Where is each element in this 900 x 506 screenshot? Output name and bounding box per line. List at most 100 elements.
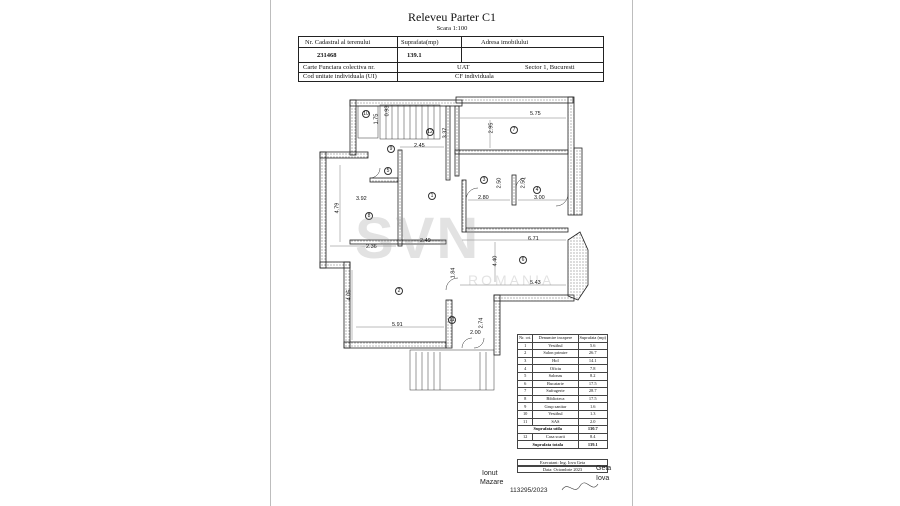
- wall-int-4: [454, 149, 569, 155]
- wall-east-bay: [573, 147, 583, 216]
- wall-west-top: [349, 99, 357, 156]
- dim-4: 2.95: [488, 122, 495, 134]
- page-title: Releveu Parter C1: [408, 10, 496, 24]
- legend-area: 8.2: [577, 371, 609, 381]
- page-edge-left: [270, 0, 271, 506]
- legend-nr: 1: [516, 341, 534, 351]
- room-marker-11: 11: [448, 316, 456, 324]
- signature-name-geta: Geta: [596, 465, 612, 472]
- page-edge-right: [632, 0, 633, 506]
- address-label: Adresa imobilului: [481, 39, 529, 46]
- legend-area: 5.6: [577, 341, 609, 351]
- dim-15: 4.40: [492, 255, 499, 267]
- stairs-top: [357, 104, 441, 140]
- watermark-sub: ROMANIA: [468, 272, 555, 288]
- wall-int-6: [511, 174, 517, 206]
- legend-nr: 9: [516, 402, 534, 411]
- signature-name-mazare: Mazare: [480, 479, 504, 486]
- wall-south-right: [493, 294, 501, 356]
- door-swings: [369, 167, 569, 349]
- legend-area: 14.1: [577, 356, 609, 366]
- wall-north-right: [455, 96, 574, 104]
- dim-6: 2.50: [496, 177, 503, 189]
- room-marker-6: 6: [519, 256, 527, 264]
- room-marker-5: 5: [384, 167, 392, 175]
- room-legend-table: Nr. crt. Denumire incapere Suprafata (mp…: [516, 334, 609, 449]
- legend-nr: 5: [516, 371, 534, 381]
- dimension-lines: [330, 117, 566, 340]
- area-value: 139.1: [407, 52, 422, 59]
- room-marker-1: 1: [428, 192, 436, 200]
- signature-scribble: [561, 482, 599, 491]
- legend-nr: 11: [516, 417, 534, 427]
- stairs-bottom: [409, 349, 495, 391]
- legend-area: 7.8: [577, 364, 609, 373]
- dim-13: 2.49: [420, 238, 431, 244]
- dim-8: 2.80: [478, 195, 489, 201]
- cadastral-label: Nr. Cadastral al terenului: [305, 39, 371, 46]
- dim-1: 1.75: [373, 113, 380, 125]
- legend-header-name: Denumire incapere: [532, 334, 579, 343]
- dim-12: 2.36: [366, 244, 377, 250]
- legend-name: Oficiu: [532, 364, 579, 373]
- executant-label: Executant: Ing. Iova Geta: [517, 459, 608, 466]
- legend-area: 1.6: [577, 402, 609, 411]
- legend-name: Biblioteca: [532, 394, 579, 404]
- wall-bay-south: [493, 294, 575, 302]
- legend-area: 17.5: [577, 379, 609, 389]
- legend-nr: 3: [516, 356, 534, 366]
- dim-17: 4.05: [346, 289, 353, 301]
- dim-19: 2.00: [470, 330, 481, 336]
- dim-3: 2.45: [414, 143, 425, 149]
- legend-name: Hol: [532, 356, 579, 366]
- dim-16: 5.43: [530, 280, 541, 286]
- wall-south: [343, 341, 447, 349]
- useful-area-value: 130.7: [577, 425, 609, 434]
- wall-east-upper: [567, 96, 575, 216]
- legend-name: Grup sanitar: [532, 402, 579, 411]
- legend-area: 17.5: [577, 394, 609, 404]
- room-marker-2: 2: [395, 287, 403, 295]
- legend-header-area: Suprafata (mp): [577, 334, 609, 343]
- uat-label: UAT: [457, 64, 470, 71]
- signature-name-ionut: Ionut: [482, 470, 498, 477]
- dim-2: 0.93: [384, 105, 391, 117]
- room-marker-10: 10: [362, 110, 370, 118]
- legend-name: Bucatarie: [532, 379, 579, 389]
- legend-name: SAS: [532, 417, 579, 427]
- legend-nr: 6: [516, 379, 534, 389]
- legend-nr: 12: [516, 432, 534, 442]
- room-marker-4: 4: [533, 186, 541, 194]
- legend-nr: 2: [516, 349, 534, 358]
- area-label: Suprafata(mp): [401, 39, 439, 46]
- signature-name-iova: Iova: [596, 475, 610, 482]
- legend-name: Salonas: [532, 371, 579, 381]
- wall-int-2: [445, 105, 451, 181]
- wall-int-9: [349, 239, 447, 245]
- legend-name: Sufragerie: [532, 387, 579, 396]
- legend-header-row: Nr. crt. Denumire incapere Suprafata (mp…: [516, 334, 609, 343]
- wall-int-8: [369, 177, 399, 183]
- unit-label: Cod unitate individuala (UI): [303, 73, 377, 80]
- room-marker-7: 7: [510, 126, 518, 134]
- legend-header-nr: Nr. crt.: [516, 334, 534, 343]
- legend-name: Salon primire: [532, 349, 579, 358]
- legend-area: 8.4: [577, 432, 609, 442]
- uat-value: Sector 1, Bucuresti: [525, 64, 575, 71]
- dim-10: 3.92: [356, 196, 367, 202]
- cadastral-value: 231468: [317, 52, 337, 59]
- legend-area: 2.0: [577, 417, 609, 427]
- wall-vestibule-left: [445, 299, 453, 349]
- room-marker-3: 3: [480, 176, 488, 184]
- dim-14: 6.71: [528, 236, 539, 242]
- wall-int-5: [461, 179, 467, 233]
